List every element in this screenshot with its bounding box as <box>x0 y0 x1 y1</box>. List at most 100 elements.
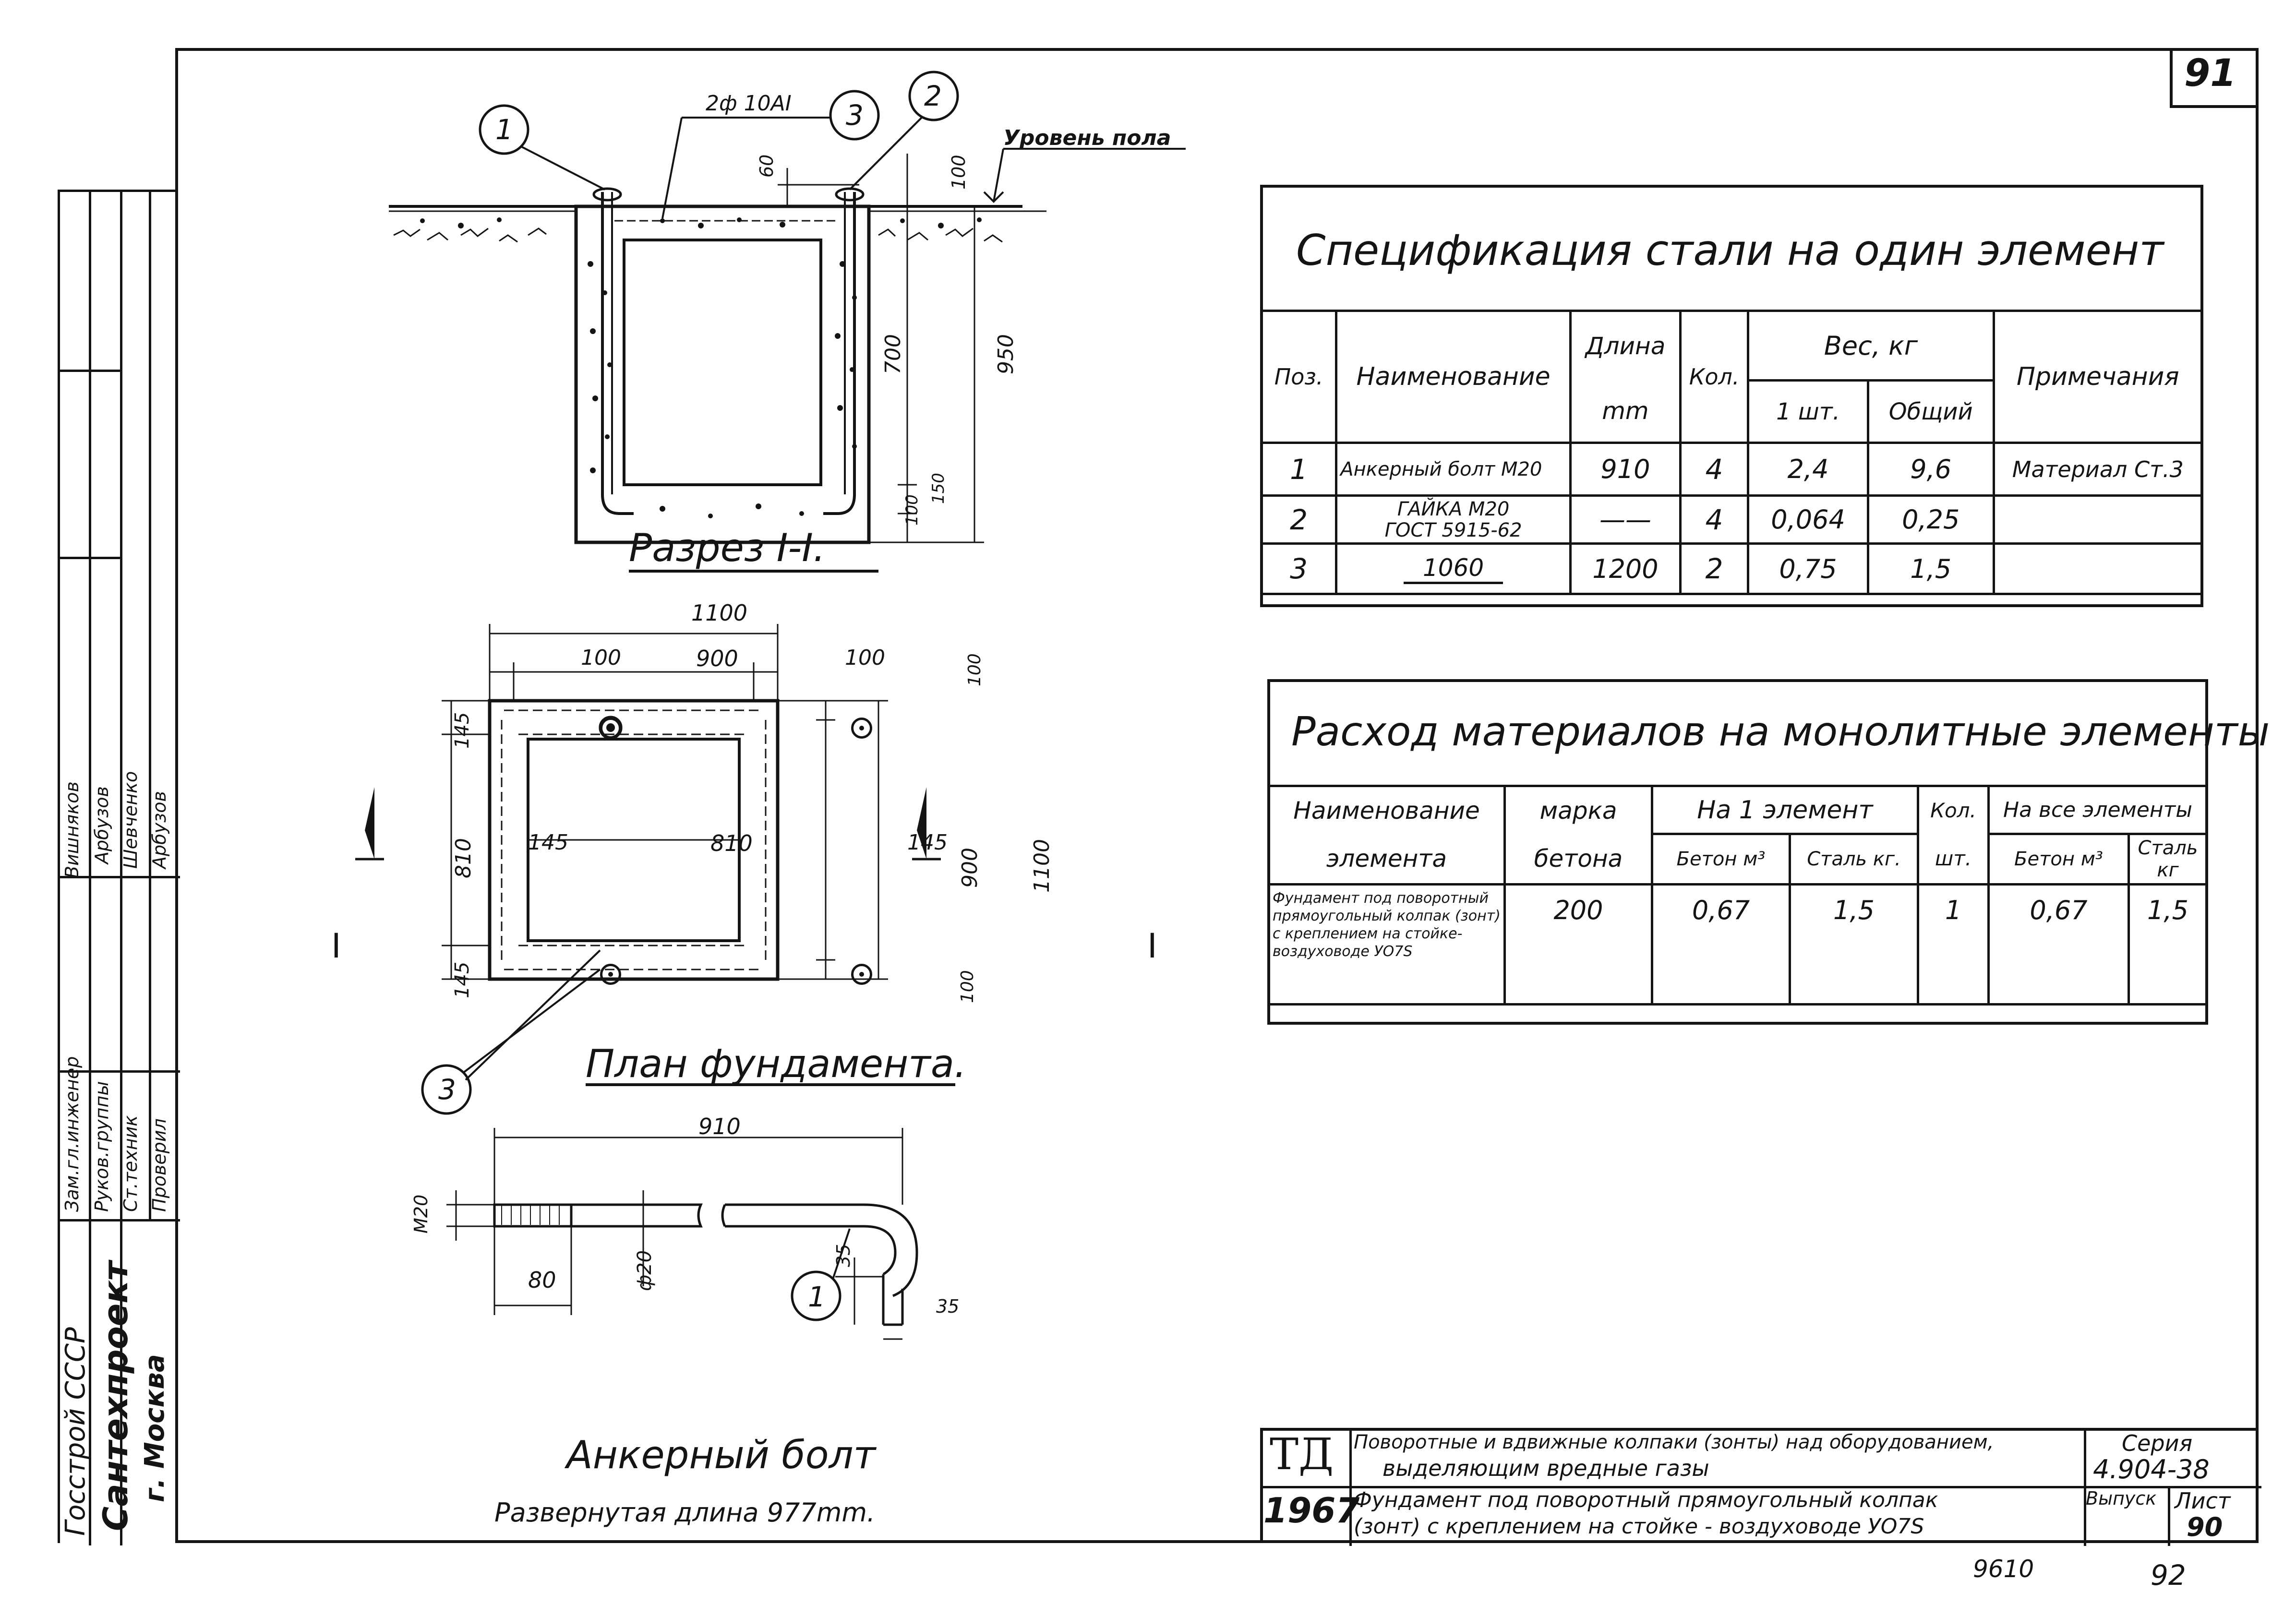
plan-dim-100-right-top: 100 <box>965 653 985 686</box>
section-callout-2: 2 <box>924 80 942 112</box>
plan-dim-100-left: 100 <box>581 646 621 670</box>
footer-page: 92 <box>2151 1559 2186 1592</box>
spec-row-2: 2 ГАЙКА M20 ГОСТ 5915-62 —— 4 0,064 0,25 <box>1260 494 2204 545</box>
plan-dim-810-left: 810 <box>451 838 476 878</box>
side-name-4: Арбузов <box>149 791 170 869</box>
bolt-title: Анкерный болт <box>566 1433 876 1477</box>
plan-dim-900-top: 900 <box>696 646 738 671</box>
title-block-line1: Поворотные и вдвижные колпаки (зонты) на… <box>1354 1431 1994 1453</box>
bolt-dim-35-h: 35 <box>936 1296 960 1317</box>
plan-dim-1100-top: 1100 <box>691 600 748 626</box>
plan-cut-left: I <box>331 926 341 966</box>
section-dim-700: 700 <box>881 334 905 374</box>
rebar-label: 2ф 10AI <box>706 91 792 116</box>
materials-table: Наименование марка На 1 элемент Кол. На … <box>1267 785 2208 1006</box>
floor-level-label: Уровень пола <box>1003 126 1171 150</box>
plan-bolt-top-right <box>851 718 872 739</box>
spec-row-3: 3 1060 1200 2 0,75 1,5 <box>1260 542 2204 595</box>
title-block-sheet-value: 90 <box>2187 1512 2223 1542</box>
bolt-dim-80: 80 <box>528 1267 556 1293</box>
plan-dim-145-inner-left: 145 <box>528 830 568 855</box>
spec-table: Поз. Наименование Длина Кол. Вес, кг При… <box>1260 310 2204 595</box>
bolt-dim-910: 910 <box>698 1113 741 1139</box>
title-block-year: 1967 <box>1263 1490 1360 1531</box>
plan-bolt-top-left <box>600 718 621 739</box>
side-role-3: Ст.техник <box>120 1115 141 1212</box>
bolt-dim-35-v: 35 <box>833 1244 854 1267</box>
plan-dim-145-inner-right: 145 <box>907 830 948 855</box>
plan-dim-900-right: 900 <box>958 848 982 888</box>
spec-h-weight: Вес, кг <box>1747 310 1995 382</box>
spec-h-weight-one: 1 шт. <box>1747 379 1869 444</box>
materials-table-title: Расход материалов на монолитные элементы <box>1291 708 2270 755</box>
mat-row-1: Фундамент под поворотный прямоугольный к… <box>1267 883 2208 1006</box>
section-callout-3: 3 <box>846 99 864 132</box>
side-org-1: Госстрой СССР <box>60 1327 91 1536</box>
section-dim-100-top: 100 <box>948 155 969 190</box>
spec-h-qty: Кол. <box>1679 310 1750 444</box>
section-drawing <box>389 71 1186 573</box>
mat-h-steel-all: Сталь кг <box>2128 833 2208 886</box>
title-block-issue-label: Выпуск <box>2086 1488 2157 1509</box>
title-block-line3: Фундамент под поворотный прямоугольный к… <box>1354 1488 1938 1512</box>
section-dim-150: 150 <box>929 473 948 504</box>
drawing-frame <box>175 48 2259 1543</box>
side-stamp <box>58 190 180 1545</box>
title-block-series-value: 4.904-38 <box>2093 1454 2210 1484</box>
side-name-3: Шевченко <box>120 771 141 869</box>
side-role-1: Зам.гл.инженер <box>61 1056 83 1212</box>
title-block-td: ТД <box>1270 1429 1334 1480</box>
plan-dim-100-right-bottom: 100 <box>958 970 977 1003</box>
plan-cut-right: I <box>1147 926 1157 966</box>
section-dim-60: 60 <box>756 154 777 178</box>
mat-h-concrete-all: Бетон м³ <box>1987 833 2130 886</box>
title-block-sheet-label: Лист <box>2175 1488 2231 1514</box>
spec-h-name: Наименование <box>1335 310 1572 444</box>
spec-h-notes: Примечания <box>1992 310 2204 444</box>
bolt-callout-1: 1 <box>808 1281 826 1313</box>
plan-dim-145-top: 145 <box>451 712 473 749</box>
title-block-series-label: Серия <box>2122 1430 2193 1456</box>
plan-bolt-bottom-left <box>600 964 621 985</box>
spec-h-length-unit: mm <box>1569 380 1682 444</box>
mat-h-concrete: Бетон м³ <box>1651 833 1791 886</box>
side-role-4: Проверил <box>149 1118 170 1212</box>
title-block-line4: (зонт) с креплением на стойке - воздухов… <box>1354 1514 1924 1539</box>
plan-dim-1100-right: 1100 <box>1030 839 1054 893</box>
mat-h-grade1: марка <box>1503 785 1653 834</box>
plan-dim-810-center: 810 <box>710 830 753 856</box>
bolt-dim-m20: M20 <box>410 1194 432 1233</box>
bolt-subtitle: Развернутая длина 977mm. <box>494 1497 876 1528</box>
mat-h-per-one: На 1 элемент <box>1651 785 1919 835</box>
plan-dim-100-right: 100 <box>845 646 885 670</box>
footer-code: 9610 <box>1973 1555 2034 1583</box>
plan-callout-3: 3 <box>438 1073 456 1106</box>
plan-drawing <box>355 624 955 1115</box>
sheet-number: 91 <box>2184 52 2236 95</box>
mat-h-name2: элемента <box>1267 834 1506 886</box>
side-name-1: Вишняков <box>61 781 83 878</box>
spec-table-title: Спецификация стали на один элемент <box>1296 226 2164 275</box>
bolt-drawing <box>446 1128 918 1340</box>
section-callout-1: 1 <box>495 113 513 146</box>
side-org-3: г. Москва <box>139 1354 170 1502</box>
title-block <box>1260 1428 2261 1546</box>
plan-title: План фундамента. <box>586 1041 967 1086</box>
mat-h-all: На все элементы <box>1987 785 2208 835</box>
side-role-2: Руков.группы <box>91 1081 112 1212</box>
section-dim-950: 950 <box>994 334 1018 374</box>
mat-h-name1: Наименование <box>1267 785 1506 834</box>
mat-h-qty2: шт. <box>1917 834 1990 886</box>
mat-h-grade2: бетона <box>1503 834 1653 886</box>
section-dim-100-bottom: 100 <box>902 494 922 526</box>
side-name-2: Арбузов <box>91 786 112 864</box>
spec-h-weight-total: Общий <box>1866 379 1995 444</box>
spec-h-pos: Поз. <box>1260 310 1338 444</box>
sheet-number-box <box>2170 48 2259 108</box>
plan-dim-145-bottom: 145 <box>451 961 473 998</box>
spec-h-length: Длина <box>1569 310 1682 381</box>
mat-h-qty1: Кол. <box>1917 785 1990 834</box>
bolt-dim-d20: ф20 <box>634 1250 656 1291</box>
section-title: Разрез I-I. <box>629 526 826 570</box>
side-org-2: Сантехпроект <box>96 1261 135 1531</box>
